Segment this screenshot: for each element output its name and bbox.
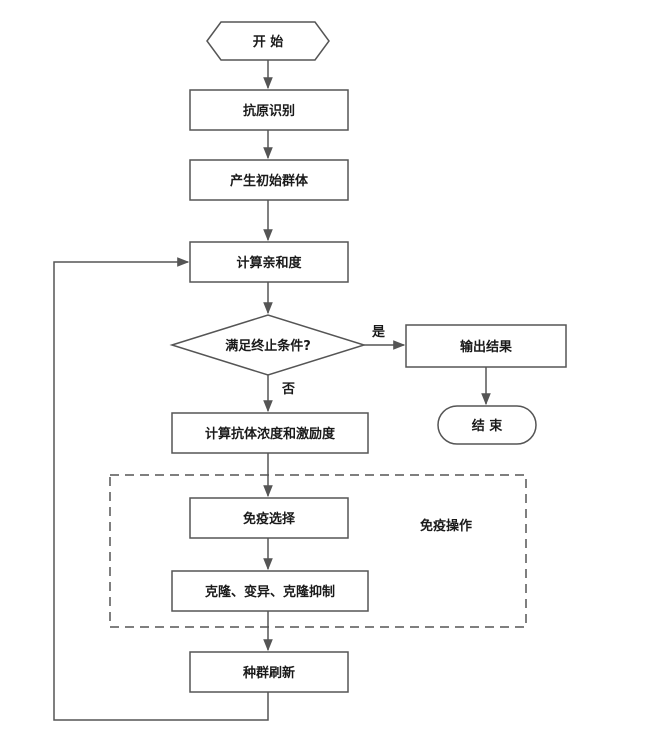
antigen-recognition-box: 抗原识别 xyxy=(189,89,349,131)
concentration-box: 计算抗体浓度和激励度 xyxy=(171,412,369,454)
termination-condition-label: 满足终止条件? xyxy=(225,338,311,354)
start-node: 开 始 xyxy=(206,21,330,61)
immune-operation-label: 免疫操作 xyxy=(420,518,472,534)
immune-selection-label: 免疫选择 xyxy=(243,511,296,527)
output-label: 输出结果 xyxy=(460,339,512,355)
end-label: 结 束 xyxy=(472,418,504,434)
initial-population-box: 产生初始群体 xyxy=(189,159,349,201)
antigen-recognition-label: 抗原识别 xyxy=(243,103,295,119)
clone-mutation-box: 克隆、变异、克隆抑制 xyxy=(171,570,369,612)
output-box: 输出结果 xyxy=(405,324,567,368)
arrow-refresh-loop-to-affinity xyxy=(53,257,269,721)
start-label: 开 始 xyxy=(253,34,284,50)
population-refresh-label: 种群刷新 xyxy=(242,665,295,681)
immune-selection-box: 免疫选择 xyxy=(189,497,349,539)
initial-population-label: 产生初始群体 xyxy=(230,173,309,189)
end-node: 结 束 xyxy=(437,405,537,445)
no-label: 否 xyxy=(281,382,295,397)
yes-label: 是 xyxy=(371,325,386,340)
clone-mutation-label: 克隆、变异、克隆抑制 xyxy=(205,584,335,600)
population-refresh-box: 种群刷新 xyxy=(189,651,349,693)
concentration-label: 计算抗体浓度和激励度 xyxy=(205,426,336,442)
termination-condition-diamond: 满足终止条件? xyxy=(169,314,367,376)
affinity-box: 计算亲和度 xyxy=(189,241,349,283)
affinity-label: 计算亲和度 xyxy=(236,255,302,271)
